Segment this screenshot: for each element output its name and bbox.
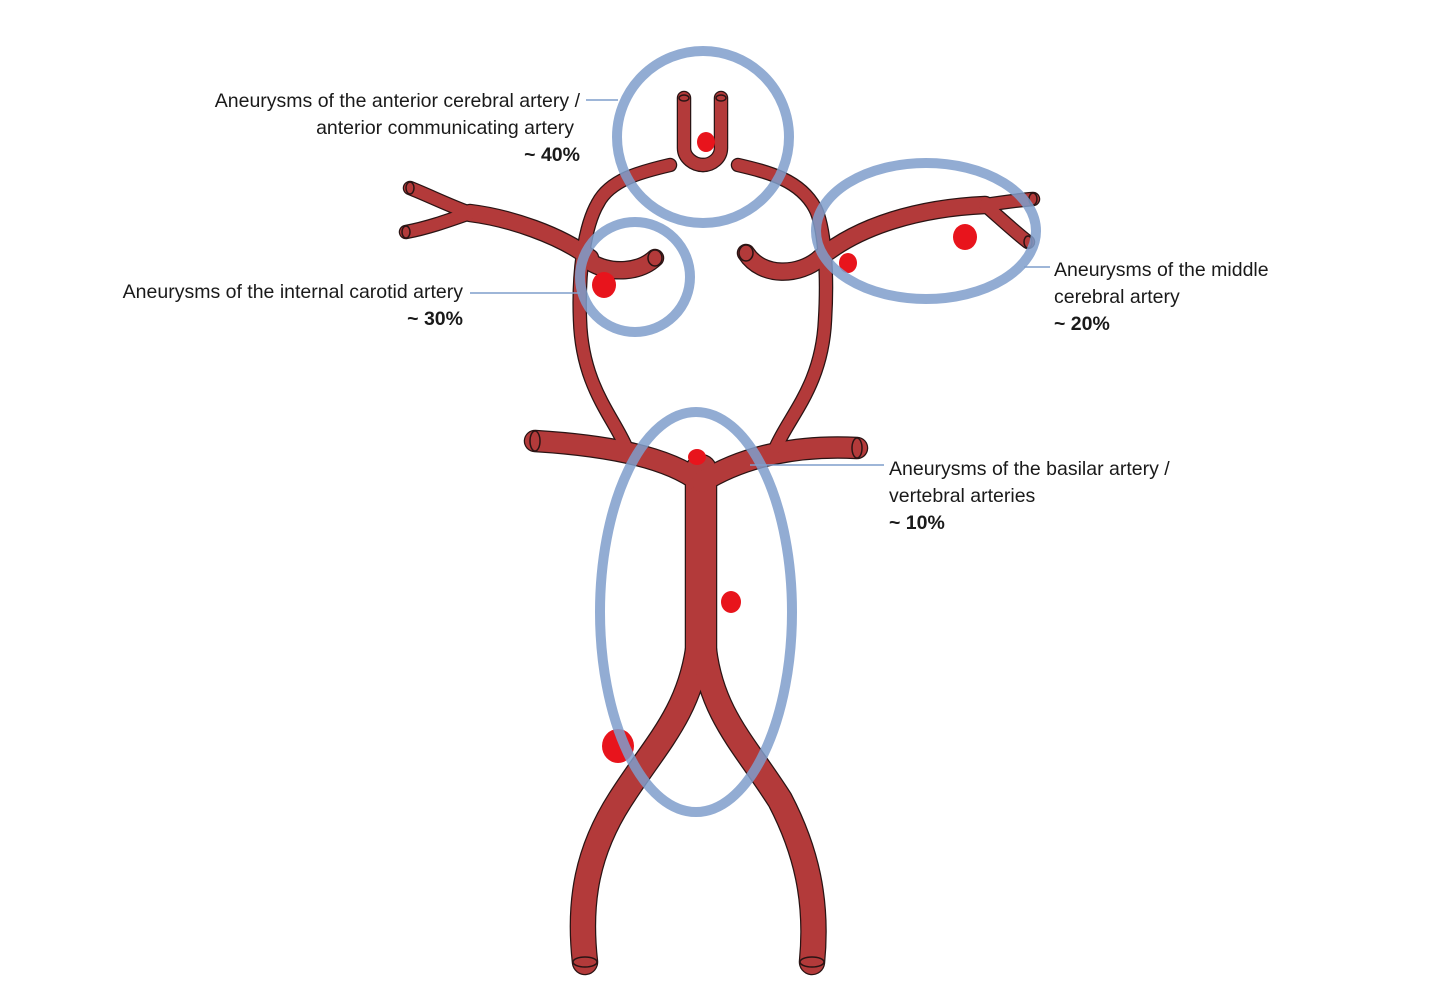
cap-right-aca — [715, 94, 727, 102]
label-mca-percent: ~ 20% — [1054, 313, 1110, 335]
label-basilar-line2: vertebral arteries — [889, 485, 1036, 507]
cap-right-ica-stub — [738, 244, 754, 262]
ring-aca — [612, 46, 794, 228]
cap-left-mca-upper — [405, 181, 415, 195]
label-mca-line2: cerebral artery — [1054, 286, 1180, 308]
cap-right-pca — [851, 437, 863, 459]
aneurysm-ica — [592, 272, 616, 298]
left-pca-branch — [525, 431, 710, 492]
right-mca-lower-branch — [979, 199, 1034, 248]
highlight-rings — [575, 46, 1041, 817]
right-aca — [697, 92, 727, 171]
ring-ica — [575, 217, 695, 337]
right-ica-stub — [738, 245, 828, 280]
label-basilar: Aneurysms of the basilar artery / verteb… — [889, 456, 1170, 537]
label-mca-line1: Aneurysms of the middle — [1054, 259, 1269, 281]
cap-left-pca — [529, 430, 541, 452]
cap-left-aca — [678, 94, 690, 102]
left-mca-trunk — [462, 205, 598, 266]
label-basilar-percent: ~ 10% — [889, 512, 945, 534]
left-mca-upper-branch — [404, 182, 476, 219]
right-pcom-artery — [770, 202, 832, 453]
aneurysm-mca-proximal — [839, 253, 857, 273]
right-pca-branch — [692, 437, 867, 492]
aneurysm-mca-bifurcation — [953, 224, 977, 250]
right-vertebral-artery — [692, 638, 826, 974]
aneurysm-acom — [697, 132, 715, 152]
cap-left-ica-stub — [647, 249, 663, 267]
label-basilar-line1: Aneurysms of the basilar artery / — [889, 458, 1170, 480]
left-mca-lower-branch — [400, 207, 476, 238]
left-ica-stub — [582, 250, 663, 279]
aneurysm-basilar-trunk — [721, 591, 741, 613]
label-ica: Aneurysms of the internal carotid artery… — [123, 279, 463, 333]
right-mca-trunk — [812, 197, 993, 266]
artery-network — [398, 90, 1041, 976]
label-aca-percent: ~ 40% — [524, 144, 580, 166]
aneurysm-basilar-tip — [688, 449, 706, 465]
cap-left-vertebral — [572, 956, 598, 968]
label-aca: Aneurysms of the anterior cerebral arter… — [215, 88, 580, 169]
ring-mca — [811, 158, 1041, 304]
label-ica-percent: ~ 30% — [407, 308, 463, 330]
label-ica-line1: Aneurysms of the internal carotid artery — [122, 281, 463, 303]
left-pcom-artery — [573, 197, 632, 453]
leader-lines — [470, 99, 1050, 466]
label-aca-line1: Aneurysms of the anterior cerebral arter… — [214, 90, 580, 112]
left-vertebral-artery — [570, 638, 710, 974]
label-mca: Aneurysms of the middle cerebral artery … — [1054, 257, 1269, 338]
label-aca-line2: anterior communicating artery — [316, 117, 574, 139]
cap-right-vertebral — [799, 956, 825, 968]
ring-basilar — [595, 407, 797, 817]
cap-left-mca-lower — [401, 225, 411, 239]
